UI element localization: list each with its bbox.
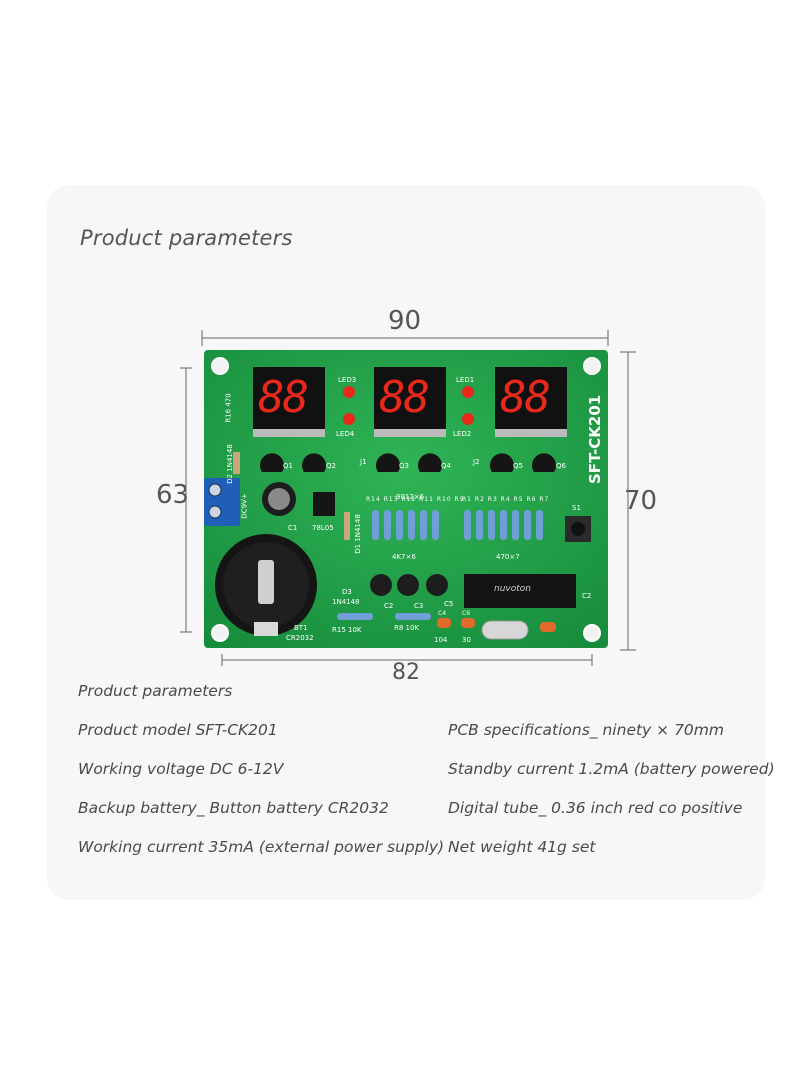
- diode: [344, 512, 350, 540]
- param-right-4: Net weight 41g set: [448, 838, 596, 856]
- coin-battery-holder: [215, 534, 317, 636]
- transistor: [490, 453, 514, 472]
- params-title: Product parameters: [78, 682, 233, 700]
- seven-segment-display-3: [495, 367, 567, 437]
- param-right-3: Digital tube_ 0.36 inch red co positive: [448, 799, 743, 817]
- mount-hole: [211, 624, 229, 642]
- seven-segment-display-2: [374, 367, 446, 437]
- param-left-3: Backup battery_ Button battery CR2032: [78, 799, 389, 817]
- seven-segment-display-1: [253, 367, 325, 437]
- dimension-height-right-label: 70: [624, 486, 658, 516]
- led-red: [343, 386, 355, 398]
- capacitor-c1: [262, 482, 296, 516]
- mount-hole: [583, 357, 601, 375]
- ceramic-capacitor: [437, 618, 451, 628]
- voltage-regulator: [313, 492, 335, 516]
- dimension-width-label: 90: [388, 306, 422, 336]
- transistor: [532, 453, 556, 472]
- param-left-4: Working current 35mA (external power sup…: [78, 838, 445, 856]
- resistor: [395, 613, 431, 620]
- microcontroller-chip: [464, 574, 576, 608]
- param-left-1: Product model SFT-CK201: [78, 721, 278, 739]
- dimension-inner-width-label: 82: [392, 660, 420, 685]
- crystal-oscillator: [481, 620, 529, 640]
- mount-hole: [583, 624, 601, 642]
- transistor: [376, 453, 400, 472]
- led-red: [343, 413, 355, 425]
- section-title: Product parameters: [80, 226, 293, 250]
- transistor: [302, 453, 327, 472]
- resistor: [337, 613, 373, 620]
- ceramic-capacitor: [461, 618, 475, 628]
- param-right-1: PCB specifications_ ninety × 70mm: [448, 721, 724, 739]
- mount-hole: [211, 357, 229, 375]
- transistor: [260, 453, 285, 472]
- led-red: [462, 386, 474, 398]
- transistor: [418, 453, 442, 472]
- param-left-2: Working voltage DC 6-12V: [78, 760, 284, 778]
- push-button-s1: [565, 516, 591, 542]
- dimension-height-left-label: 63: [156, 480, 190, 510]
- ceramic-capacitor: [540, 622, 556, 632]
- resistor-bank-left: [372, 510, 439, 540]
- diode: [233, 452, 240, 474]
- led-red: [462, 413, 474, 425]
- dc-terminal-block: [204, 478, 240, 526]
- capacitor-row: [370, 574, 448, 596]
- resistor-bank-right: [464, 510, 543, 540]
- param-right-2: Standby current 1.2mA (battery powered): [448, 760, 775, 778]
